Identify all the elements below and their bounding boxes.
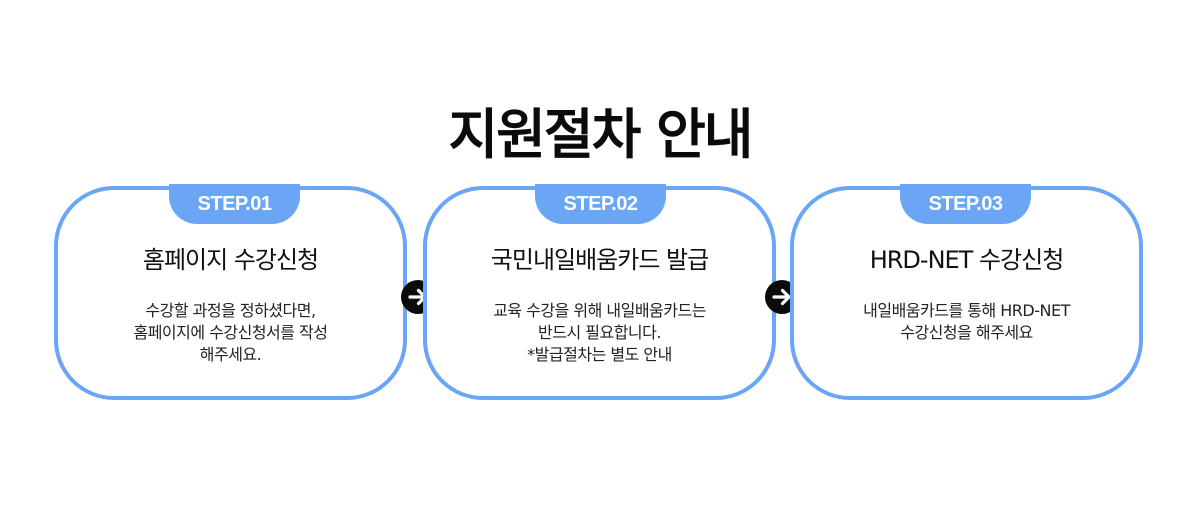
step-card-2: 국민내일배움카드 발급 교육 수강을 위해 내일배움카드는 반드시 필요합니다.…	[423, 186, 776, 400]
step-title: HRD-NET 수강신청	[869, 246, 1065, 274]
step-description: 수강할 과정을 정하셨다면, 홈페이지에 수강신청서를 작성 해주세요.	[58, 300, 403, 366]
step-description-line: 홈페이지에 수강신청서를 작성	[133, 323, 328, 342]
step-description-line: 내일배움카드를 통해 HRD-NET	[863, 301, 1070, 320]
step-description: 교육 수강을 위해 내일배움카드는 반드시 필요합니다. *발급절차는 별도 안…	[427, 300, 772, 366]
step-description-line: 반드시 필요합니다.	[538, 323, 661, 342]
step-badge-3: STEP.03	[900, 184, 1031, 224]
step-title: 국민내일배움카드 발급	[490, 246, 709, 274]
step-badge-2: STEP.02	[535, 184, 666, 224]
step-description-line: 수강할 과정을 정하셨다면,	[145, 301, 316, 320]
step-description-line: 수강신청을 해주세요	[900, 323, 1033, 342]
page-title: 지원절차 안내	[448, 103, 754, 167]
step-badge-1: STEP.01	[169, 184, 300, 224]
step-description-line: 교육 수강을 위해 내일배움카드는	[493, 301, 706, 320]
step-description-line: 해주세요.	[199, 345, 262, 364]
step-title: 홈페이지 수강신청	[142, 246, 319, 274]
step-description-line: *발급절차는 별도 안내	[527, 345, 672, 364]
step-description: 내일배움카드를 통해 HRD-NET 수강신청을 해주세요	[794, 300, 1139, 344]
